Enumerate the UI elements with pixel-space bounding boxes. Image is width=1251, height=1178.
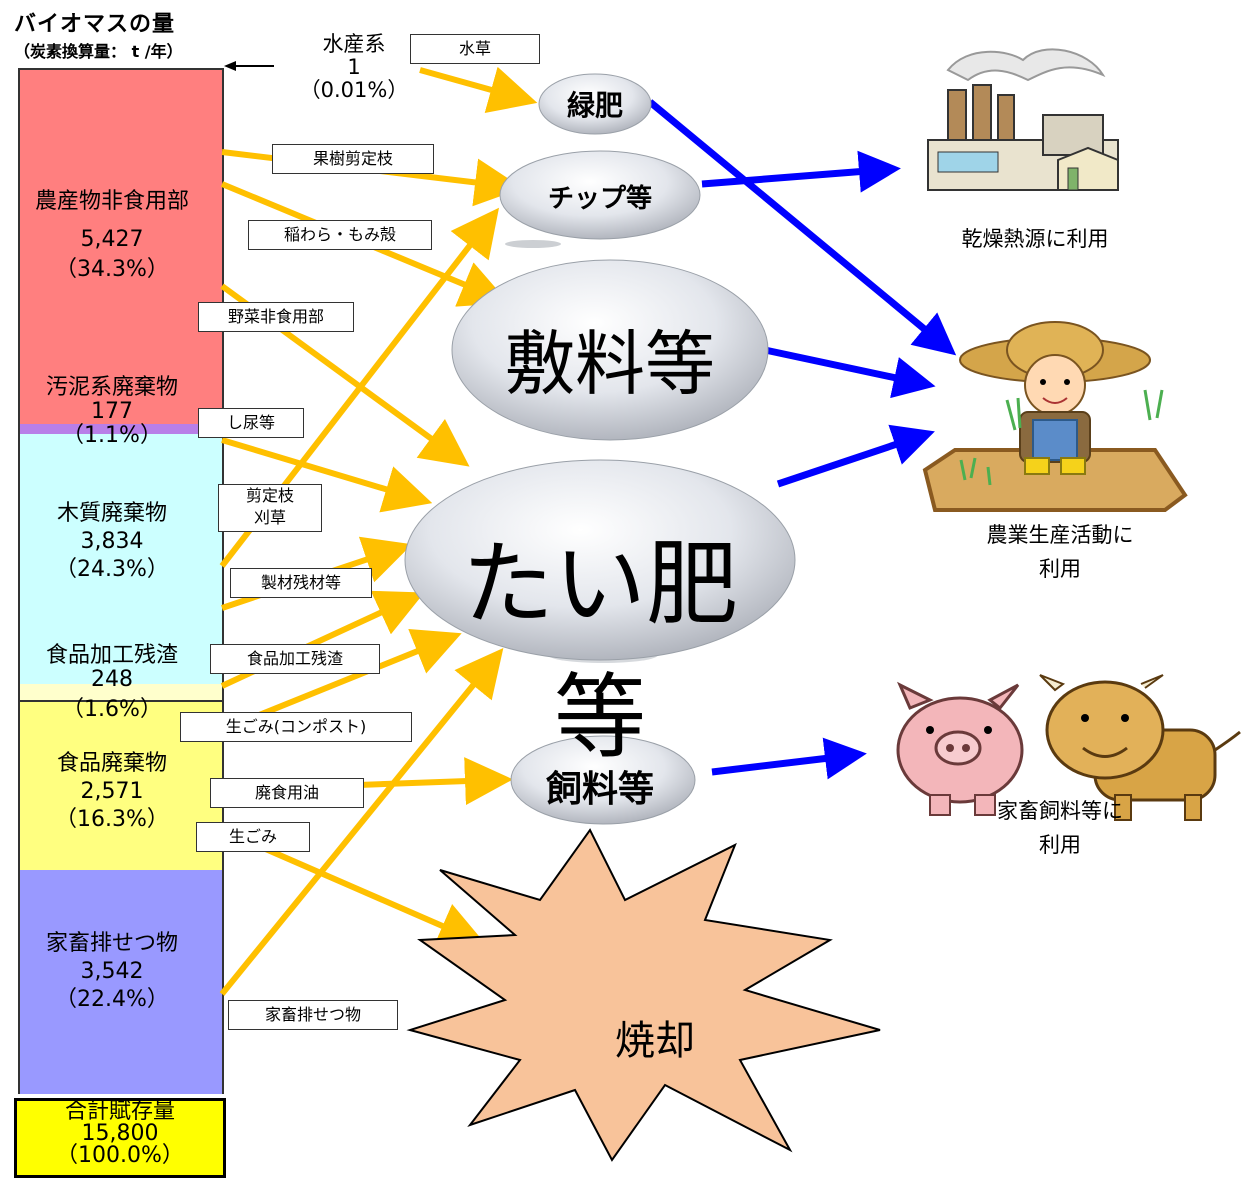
use-shiryo: 飼料等: [545, 769, 654, 810]
tag-inawara: 稲わら・もみ殻: [248, 220, 432, 250]
total-name: 合計賦存量: [64, 1099, 175, 1124]
bubble-ryokuhi: [538, 73, 652, 135]
use-bubbles: [404, 73, 796, 825]
segment-livestock-percent: （22.4%）: [55, 987, 169, 1012]
tag-haishoku: 廃食用油: [210, 778, 364, 808]
aquatic-percent: （0.01%）: [299, 78, 409, 102]
arrow-shiryo-kachiku: [711, 737, 867, 780]
arrow-chip-kanso: [701, 150, 901, 193]
tag-kachiku: 家畜排せつ物: [228, 1000, 398, 1030]
segment-foodproc-name: 食品加工残渣: [45, 643, 178, 668]
aquatic-value: 1: [347, 55, 361, 79]
segment-foodproc: [18, 684, 224, 700]
unit-label: （炭素換算量： t /年）: [14, 42, 183, 61]
bubble-shikiryo: [451, 259, 769, 441]
segment-agri: [18, 68, 224, 426]
use-chip: チップ等: [547, 184, 652, 214]
bubble-chip: [499, 150, 701, 240]
segment-foodproc-value: 248: [91, 667, 133, 692]
pig-icon: [896, 681, 1024, 816]
segment-wood-value: 3,834: [80, 529, 144, 554]
tag-seizai: 製材残材等: [230, 568, 372, 598]
dest-kachiku-line2: 利用: [1039, 833, 1081, 857]
arrow-taihi-nogyo: [776, 424, 935, 488]
tag-shokuhin: 食品加工残渣: [210, 644, 380, 674]
bubble-taihi: [404, 459, 796, 661]
segment-sludge-name: 汚泥系廃棄物: [45, 375, 178, 400]
tag-shinyo: し尿等: [198, 408, 304, 438]
tag-kaju: 果樹剪定枝: [272, 144, 434, 174]
segment-livestock-value: 3,542: [80, 959, 144, 984]
chart-title: バイオマスの量: [14, 12, 176, 37]
total-value: 15,800: [81, 1121, 159, 1146]
arrow-shikiryo-nogyo: [764, 346, 936, 399]
dest-kachiku-line1: 家畜飼料等に: [997, 799, 1123, 823]
arrow-aquatic-ryokuhi: [419, 66, 538, 114]
tag-namagomi-compost: 生ごみ(コンポスト): [180, 712, 412, 742]
use-taihi: たい肥等: [461, 531, 738, 771]
segment-livestock: [18, 870, 224, 1094]
arrow-ryokuhi-nogyo: [647, 99, 957, 356]
use-ryokuhi: 緑肥: [566, 89, 623, 122]
arrow-livestock-taihi: [219, 648, 504, 996]
burst-shokyaku: [406, 828, 881, 1162]
tag-sentei: 剪定枝 刈草: [218, 484, 322, 532]
unit-pointer-head: [224, 61, 236, 71]
segment-foodwaste-name: 食品廃棄物: [56, 751, 167, 776]
bubble-shiryo: [510, 735, 696, 825]
segment-wood: [18, 434, 224, 684]
segment-sludge-value: 177: [91, 399, 133, 424]
tag-sentei-line2: 刈草: [253, 508, 286, 527]
segment-foodwaste-value: 2,571: [80, 779, 144, 804]
segment-livestock-name: 家畜排せつ物: [45, 931, 178, 956]
dest-kanso: 乾燥熱源に利用: [961, 227, 1109, 251]
factory-icon: [927, 48, 1119, 191]
aquatic-name: 水産系: [322, 32, 386, 56]
dest-nogyo-line2: 利用: [1039, 557, 1081, 581]
segment-total: [14, 1098, 226, 1178]
segment-wood-percent: （24.3%）: [55, 557, 169, 582]
output-arrows: [647, 99, 957, 780]
segment-agri-value: 5,427: [80, 227, 144, 252]
tag-yasai: 野菜非食用部: [198, 302, 354, 332]
segment-agri-percent: （34.3%）: [55, 257, 169, 282]
cow-icon: [1039, 674, 1241, 821]
use-shikiryo: 敷料等: [505, 323, 715, 405]
segment-foodwaste-percent: （16.3%）: [55, 807, 169, 832]
farmer-icon: [922, 321, 1188, 512]
arrow-sludge-taihi: [221, 437, 433, 513]
tag-namagomi: 生ごみ: [196, 822, 310, 852]
total-percent: （100.0%）: [56, 1143, 184, 1168]
segment-sludge-percent: （1.1%）: [62, 423, 162, 448]
tag-suisou: 水草: [410, 34, 540, 64]
segment-agri-name: 農産物非食用部: [34, 189, 189, 214]
tag-sentei-line1: 剪定枝: [245, 486, 294, 505]
dest-nogyo-line1: 農業生産活動に: [986, 523, 1134, 547]
segment-wood-name: 木質廃棄物: [56, 501, 167, 526]
use-shokyaku: 焼却: [615, 1018, 695, 1064]
segment-foodproc-percent: （1.6%）: [62, 697, 162, 722]
